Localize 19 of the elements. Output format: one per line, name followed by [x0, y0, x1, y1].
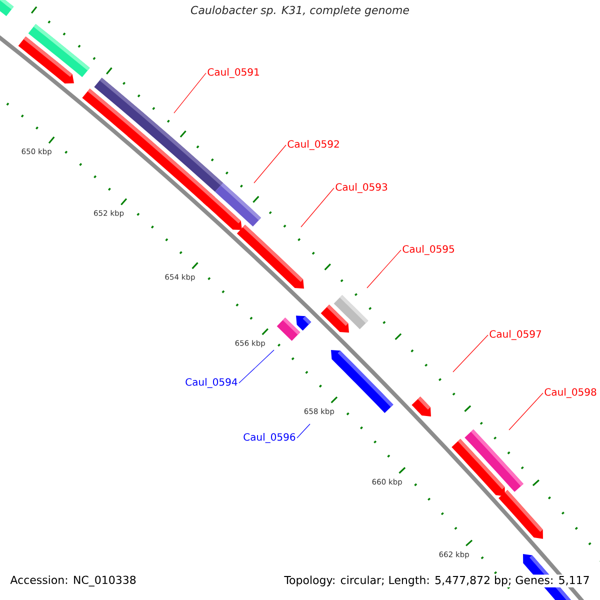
title: Caulobacter sp. K31, complete genome	[191, 6, 409, 16]
leader-line	[452, 334, 488, 372]
gene-label: Caul_0593	[336, 183, 388, 193]
gene-label: Caul_0592	[288, 140, 339, 150]
leader-line	[254, 144, 286, 184]
accession-text: Accession: NC_010338	[10, 576, 136, 586]
leader-line	[296, 424, 310, 438]
gene-label: Caul_0598	[544, 388, 596, 398]
leader-line	[174, 72, 206, 114]
gene-label: Caul_0591	[208, 68, 259, 78]
gene-label: Caul_0594	[186, 378, 238, 388]
gene-label: Caul_0596	[244, 433, 296, 443]
leader-line	[366, 250, 402, 288]
gene-label: Caul_0597	[490, 330, 542, 340]
leader-line	[300, 188, 334, 228]
leader-line	[508, 392, 544, 430]
summary-text: Topology: circular; Length: 5,477,872 bp; Genes: 5,117	[283, 574, 591, 588]
gene-label: Caul_0595	[402, 245, 454, 255]
leader-line	[238, 350, 274, 384]
